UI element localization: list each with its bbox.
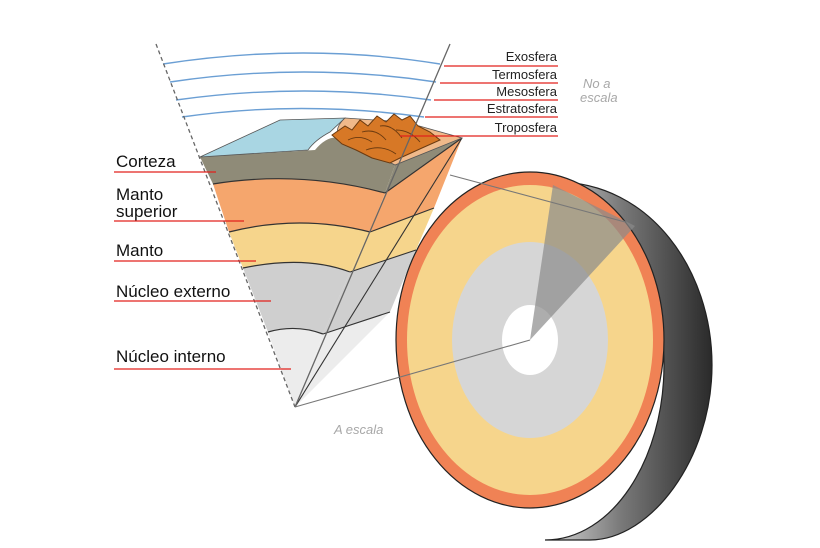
atmosphere-lines	[162, 52, 441, 118]
label-exosfera: Exosfera	[506, 49, 558, 64]
wedge-outer-core	[243, 262, 350, 334]
mountain-range	[331, 113, 441, 164]
label-estratosfera: Estratosfera	[487, 101, 558, 116]
atmosphere-labels: Exosfera Termosfera Mesosfera Estratosfe…	[400, 49, 558, 137]
note-to-scale: A escala	[333, 422, 383, 437]
wedge-outline	[155, 43, 451, 408]
label-nucleo-interno: Núcleo interno	[116, 347, 226, 366]
label-mesosfera: Mesosfera	[496, 84, 557, 99]
note-not-to-scale-1: No a	[583, 76, 610, 91]
connector-lines	[294, 174, 626, 408]
layer-labels: Corteza Manto superior Manto Núcleo exte…	[114, 152, 291, 370]
earth-sphere	[395, 171, 713, 541]
label-troposfera: Troposfera	[495, 120, 558, 135]
surface-top	[199, 113, 464, 166]
note-not-to-scale-2: escala	[580, 90, 618, 105]
sphere-wedge-cutout	[530, 185, 635, 340]
label-termosfera: Termosfera	[492, 67, 558, 82]
label-corteza: Corteza	[116, 152, 176, 171]
scale-notes: No a escala A escala	[333, 76, 618, 437]
wedge-crust	[200, 137, 395, 193]
label-manto-superior-1: Manto	[116, 185, 163, 204]
wedge-cross-section	[200, 137, 395, 407]
label-manto: Manto	[116, 241, 163, 260]
label-manto-superior-2: superior	[116, 202, 178, 221]
wedge-side-face	[294, 137, 463, 408]
wedge-upper-mantle	[213, 178, 385, 232]
wedge-mantle	[229, 223, 370, 272]
label-nucleo-externo: Núcleo externo	[116, 282, 230, 301]
ocean-surface	[199, 117, 347, 158]
